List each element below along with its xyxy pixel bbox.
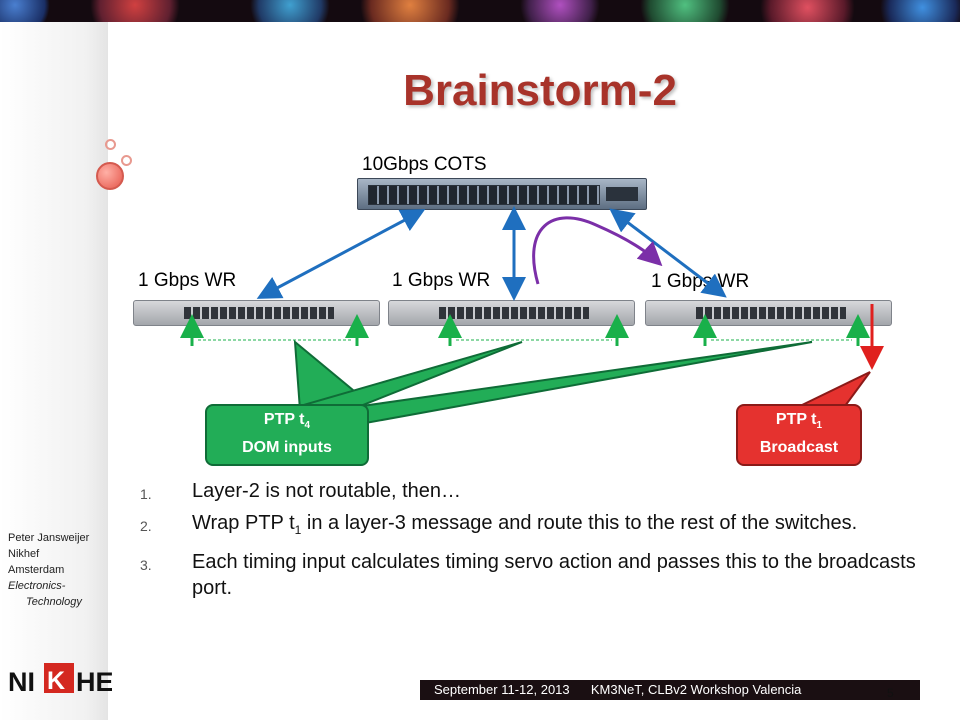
decor-circle-large xyxy=(96,162,124,190)
decor-circle-small xyxy=(105,139,116,150)
wr-switch-label-left: 1 Gbps WR xyxy=(138,270,237,291)
top-banner xyxy=(0,0,960,22)
wr-switch-right xyxy=(645,300,892,326)
svg-text:HEF: HEF xyxy=(76,667,112,697)
cots-switch-label: 10Gbps COTS xyxy=(362,154,487,175)
svg-text:NI: NI xyxy=(8,667,35,697)
callout-tail xyxy=(799,371,871,407)
author-info: Peter Jansweijer Nikhef Amsterdam Electr… xyxy=(8,532,90,608)
page-number: 5 xyxy=(887,686,894,700)
cots-switch xyxy=(357,178,647,210)
ptp-t4-callout: PTP t4 DOM inputs xyxy=(205,404,369,466)
left-sidebar-bg xyxy=(0,22,108,720)
ptp-t1-callout: PTP t1 Broadcast xyxy=(736,404,862,466)
footer-bar: September 11-12, 2013 KM3NeT, CLBv2 Work… xyxy=(420,680,920,700)
nikhef-logo: NI K HEF xyxy=(4,660,130,700)
link-cots-right xyxy=(609,208,727,298)
list-item: 1. Layer-2 is not routable, then… xyxy=(140,480,462,502)
footer-event: KM3NeT, CLBv2 Workshop Valencia xyxy=(590,682,802,697)
footer-date: September 11-12, 2013 xyxy=(434,682,570,697)
slide-title: Brainstorm-2 xyxy=(403,66,677,115)
wr-switch-middle xyxy=(388,300,635,326)
wr-switch-left xyxy=(133,300,380,326)
svg-text:K: K xyxy=(47,667,65,695)
list-item: 2. Wrap PTP t1 in a layer-3 message and … xyxy=(140,512,858,537)
route-arrow xyxy=(532,216,663,285)
decor-circle-small xyxy=(121,155,132,166)
bullet-list: 1. Layer-2 is not routable, then… 2. Wra… xyxy=(140,478,920,607)
list-item: 3. Each timing input calculates timing s… xyxy=(140,551,916,599)
link-cots-left xyxy=(256,209,426,299)
